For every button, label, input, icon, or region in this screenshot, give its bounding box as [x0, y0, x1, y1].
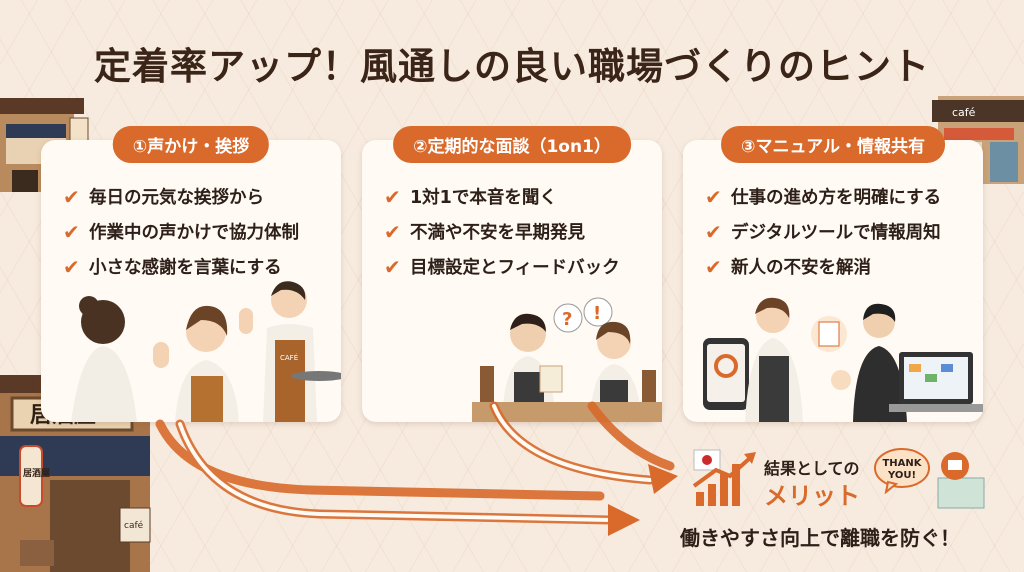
greeting-staff-illustration: CAFÉ	[71, 281, 341, 422]
list-item-text: 仕事の進め方を明確にする	[731, 188, 942, 208]
merit-title: メリット	[764, 482, 860, 510]
list-item: ✔ 目標設定とフィードバック	[384, 254, 652, 279]
check-icon: ✔	[705, 254, 722, 279]
check-icon: ✔	[705, 219, 722, 244]
card-label: ①声かけ・挨拶	[112, 126, 270, 163]
map-pin-icon	[937, 452, 985, 509]
card-item-list: ✔ 仕事の進め方を明確にする ✔ デジタルツールで情報周知 ✔ 新人の不安を解消	[705, 184, 973, 289]
list-item: ✔ 毎日の元気な挨拶から	[63, 184, 331, 209]
list-item-text: 目標設定とフィードバック	[410, 258, 620, 278]
list-item: ✔ 仕事の進め方を明確にする	[705, 184, 973, 209]
merit-conclusion: 働きやすさ向上で離職を防ぐ！	[680, 526, 960, 550]
list-item-text: 作業中の声かけで協力体制	[89, 223, 299, 243]
document-icon	[818, 321, 840, 347]
arrow-head-icon	[648, 464, 678, 494]
chart-arrow-icon	[692, 452, 756, 506]
list-item: ✔ 不満や不安を早期発見	[384, 219, 652, 244]
card-label: ③マニュアル・情報共有	[721, 126, 945, 163]
card-label: ②定期的な面談（1on1）	[393, 126, 631, 163]
card-item-list: ✔ 毎日の元気な挨拶から ✔ 作業中の声かけで協力体制 ✔ 小さな感謝を言葉にす…	[63, 184, 331, 289]
list-item-text: 不満や不安を早期発見	[410, 223, 585, 243]
info-sharing-illustration	[703, 297, 983, 422]
card-manual-sharing: ③マニュアル・情報共有 ✔ 仕事の進め方を明確にする ✔ デジタルツールで情報周…	[683, 126, 983, 422]
list-item-text: デジタルツールで情報周知	[731, 223, 941, 243]
list-item-text: 毎日の元気な挨拶から	[89, 188, 264, 208]
check-icon: ✔	[63, 184, 80, 209]
thank-you-text-2: YOU!	[887, 470, 916, 481]
thank-you-bubble-icon: THANK YOU!	[874, 448, 930, 494]
apron-text: CAFÉ	[280, 353, 298, 362]
thank-you-text: THANK	[882, 458, 922, 469]
list-item-text: 小さな感謝を言葉にする	[89, 258, 282, 278]
list-item: ✔ 新人の不安を解消	[705, 254, 973, 279]
check-icon: ✔	[384, 219, 401, 244]
card-1on1-meeting: ②定期的な面談（1on1） ✔ 1対1で本音を聞く ✔ 不満や不安を早期発見 ✔…	[362, 126, 662, 422]
check-icon: ✔	[384, 184, 401, 209]
list-item: ✔ 作業中の声かけで協力体制	[63, 219, 331, 244]
list-item: ✔ 小さな感謝を言葉にする	[63, 254, 331, 279]
check-icon: ✔	[63, 254, 80, 279]
cafe-top-sign-text: café	[952, 106, 976, 119]
meeting-illustration: ? !	[472, 297, 662, 422]
question-mark-icon: ?	[562, 309, 572, 330]
page-title: 定着率アップ！風通しの良い職場づくりのヒント	[94, 45, 930, 88]
list-item-text: 1対1で本音を聞く	[410, 188, 557, 208]
card-item-list: ✔ 1対1で本音を聞く ✔ 不満や不安を早期発見 ✔ 目標設定とフィードバック	[384, 184, 652, 289]
list-item: ✔ 1対1で本音を聞く	[384, 184, 652, 209]
merit-label: 結果としての	[764, 459, 860, 478]
list-item: ✔ デジタルツールで情報周知	[705, 219, 973, 244]
check-icon: ✔	[63, 219, 80, 244]
arrow-head-icon	[608, 504, 640, 536]
lantern-sign-text: 居酒屋	[23, 467, 50, 479]
list-item-text: 新人の不安を解消	[731, 258, 871, 278]
card-greeting: ①声かけ・挨拶 ✔ 毎日の元気な挨拶から ✔ 作業中の声かけで協力体制 ✔ 小さ…	[41, 126, 341, 422]
check-icon: ✔	[384, 254, 401, 279]
cafe-small-sign-text: café	[124, 520, 144, 531]
check-icon: ✔	[705, 184, 722, 209]
exclamation-icon: !	[593, 303, 601, 324]
